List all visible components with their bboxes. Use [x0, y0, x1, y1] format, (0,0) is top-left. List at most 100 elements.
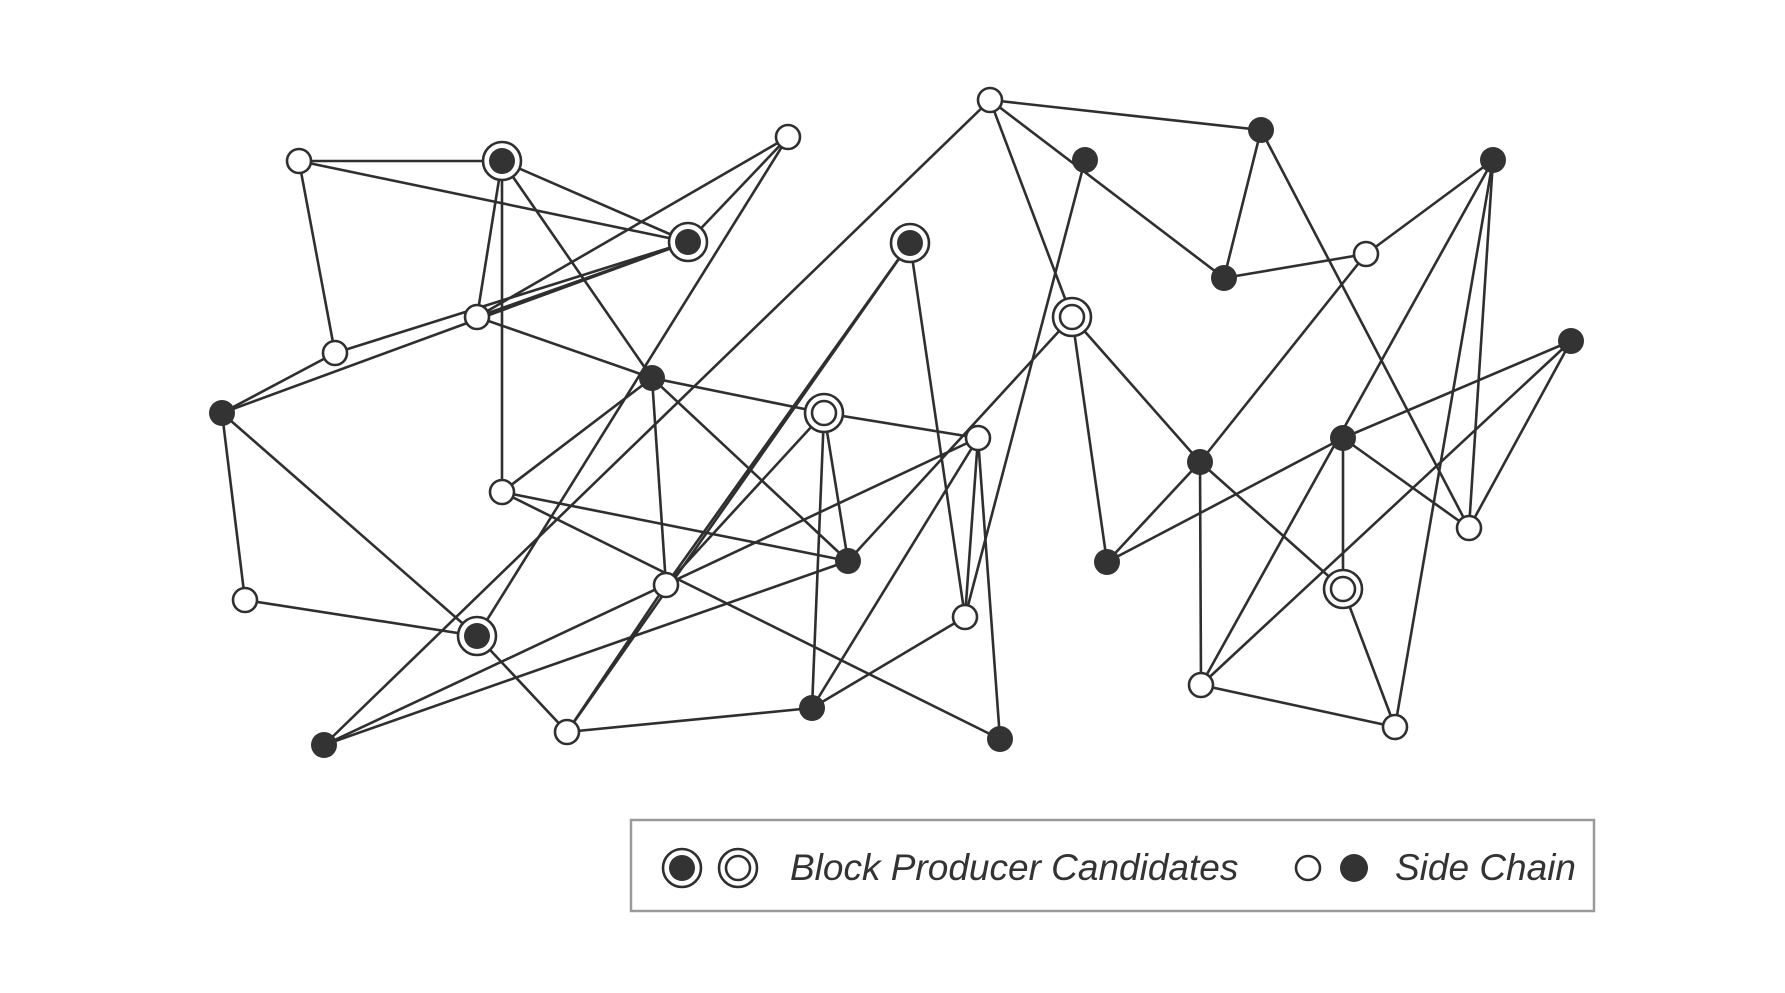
edge-n13-n24 [847, 316, 1073, 562]
edge-n10-n11 [687, 136, 789, 243]
node-side-white-n29 [1352, 240, 1380, 268]
edge-n21-n25 [989, 98, 1262, 132]
edge-n28-n33 [1199, 461, 1344, 590]
node-bp-light-n33 [1322, 568, 1364, 610]
legend-bp-label: Block Producer Candidates [790, 847, 1238, 888]
node-side-dark-n34 [1480, 147, 1506, 173]
edge-n27-n28 [1106, 461, 1201, 563]
node-side-dark-n26 [1211, 265, 1237, 291]
edge-n9-n12 [650, 377, 668, 586]
node-side-dark-n35 [1558, 328, 1584, 354]
edge-n31-n34 [1467, 159, 1495, 529]
legend-bp-dark-icon [661, 847, 703, 889]
legend-bp-light-icon [717, 847, 759, 889]
edge-n33-n36 [1341, 588, 1397, 728]
edge-n24-n27 [1070, 316, 1109, 563]
legend-side-dark-icon [1340, 854, 1368, 882]
edge-n14-n15 [476, 635, 568, 733]
edge-n8-n19 [323, 436, 979, 747]
edge-n29-n34 [1365, 158, 1494, 256]
edge-n18-n19 [823, 411, 979, 440]
edge-n32-n35 [1200, 340, 1572, 686]
node-side-dark-n27 [1094, 549, 1120, 575]
node-side-dark-n30 [1330, 425, 1356, 451]
edge-n11-n14 [475, 136, 790, 637]
edge-n25-n31 [1259, 129, 1471, 529]
edge-n19-n20 [810, 437, 980, 709]
edge-n31-n35 [1467, 340, 1573, 529]
node-side-white-n5 [231, 586, 259, 614]
edge-n20-n16 [811, 615, 966, 710]
edge-n8-n21 [323, 99, 991, 746]
node-side-dark-n28 [1187, 449, 1213, 475]
edge-n30-n35 [1342, 339, 1572, 440]
edge-n2-n10 [501, 159, 689, 244]
edge-n6-n11 [476, 135, 789, 319]
node-side-white-n7 [488, 478, 516, 506]
edge-n3-n4 [221, 351, 336, 415]
edge-n4-n5 [220, 412, 247, 601]
node-side-dark-n17 [987, 726, 1013, 752]
edge-n18-n20 [810, 412, 826, 709]
node-side-white-n15 [553, 718, 581, 746]
edge-n21-n26 [989, 98, 1225, 280]
node-side-dark-n13 [835, 548, 861, 574]
node-side-white-n1 [285, 147, 313, 175]
node-side-white-n3 [321, 339, 349, 367]
node-bp-dark-n14 [456, 615, 498, 657]
edge-n8-n13 [323, 559, 849, 747]
edge-n6-n9 [476, 315, 653, 380]
edge-n12-n18 [665, 412, 825, 586]
edge-n28-n32 [1198, 461, 1203, 686]
edge-n26-n29 [1223, 252, 1367, 280]
node-bp-light-n24 [1051, 296, 1093, 338]
edge-n2-n6 [475, 160, 504, 318]
edge-n19-n16 [963, 437, 980, 618]
edge-n25-n26 [1222, 129, 1263, 279]
edge-n21-n24 [988, 99, 1074, 318]
node-side-white-n16 [951, 603, 979, 631]
node-side-white-n6 [463, 303, 491, 331]
node-bp-dark-n22 [889, 222, 931, 264]
legend: Block Producer Candidates Side Chain [629, 818, 1596, 913]
edge-n7-n17 [501, 490, 1001, 741]
edge-n24-n28 [1071, 316, 1201, 463]
edge-n17-n19 [976, 437, 1002, 740]
edge-n15-n20 [566, 706, 813, 734]
node-side-dark-n4 [209, 400, 235, 426]
node-side-dark-n20 [799, 695, 825, 721]
edge-n5-n14 [244, 598, 478, 638]
edge-n16-n23 [963, 159, 1087, 618]
legend-box [629, 818, 1596, 913]
node-side-dark-n25 [1248, 117, 1274, 143]
edge-n1-n3 [297, 160, 337, 354]
node-bp-light-n18 [803, 392, 845, 434]
edge-n7-n13 [501, 490, 849, 563]
edge-n27-n30 [1106, 436, 1344, 564]
node-side-dark-n23 [1072, 147, 1098, 173]
node-side-white-n12 [652, 571, 680, 599]
node-side-white-n11 [774, 123, 802, 151]
edge-n2-n9 [500, 160, 654, 379]
edge-n6-n10 [476, 240, 689, 319]
node-side-white-n36 [1381, 713, 1409, 741]
edge-n4-n14 [221, 412, 478, 637]
edge-n34-n36 [1393, 159, 1495, 728]
edge-n15-n22 [565, 242, 912, 733]
node-side-white-n21 [976, 86, 1004, 114]
nodes-layer [209, 86, 1584, 758]
node-side-dark-n9 [639, 365, 665, 391]
edge-n1-n10 [298, 159, 689, 244]
node-side-white-n31 [1455, 514, 1483, 542]
edges-layer [220, 98, 1573, 747]
legend-side-label: Side Chain [1395, 847, 1576, 888]
node-side-dark-n8 [311, 732, 337, 758]
edge-n16-n22 [908, 242, 967, 618]
legend-side-white-icon [1294, 854, 1322, 882]
node-side-white-n32 [1187, 671, 1215, 699]
node-bp-dark-n10 [667, 221, 709, 263]
edge-n32-n36 [1200, 683, 1396, 729]
edge-n13-n18 [822, 412, 850, 562]
node-bp-dark-n2 [481, 140, 523, 182]
